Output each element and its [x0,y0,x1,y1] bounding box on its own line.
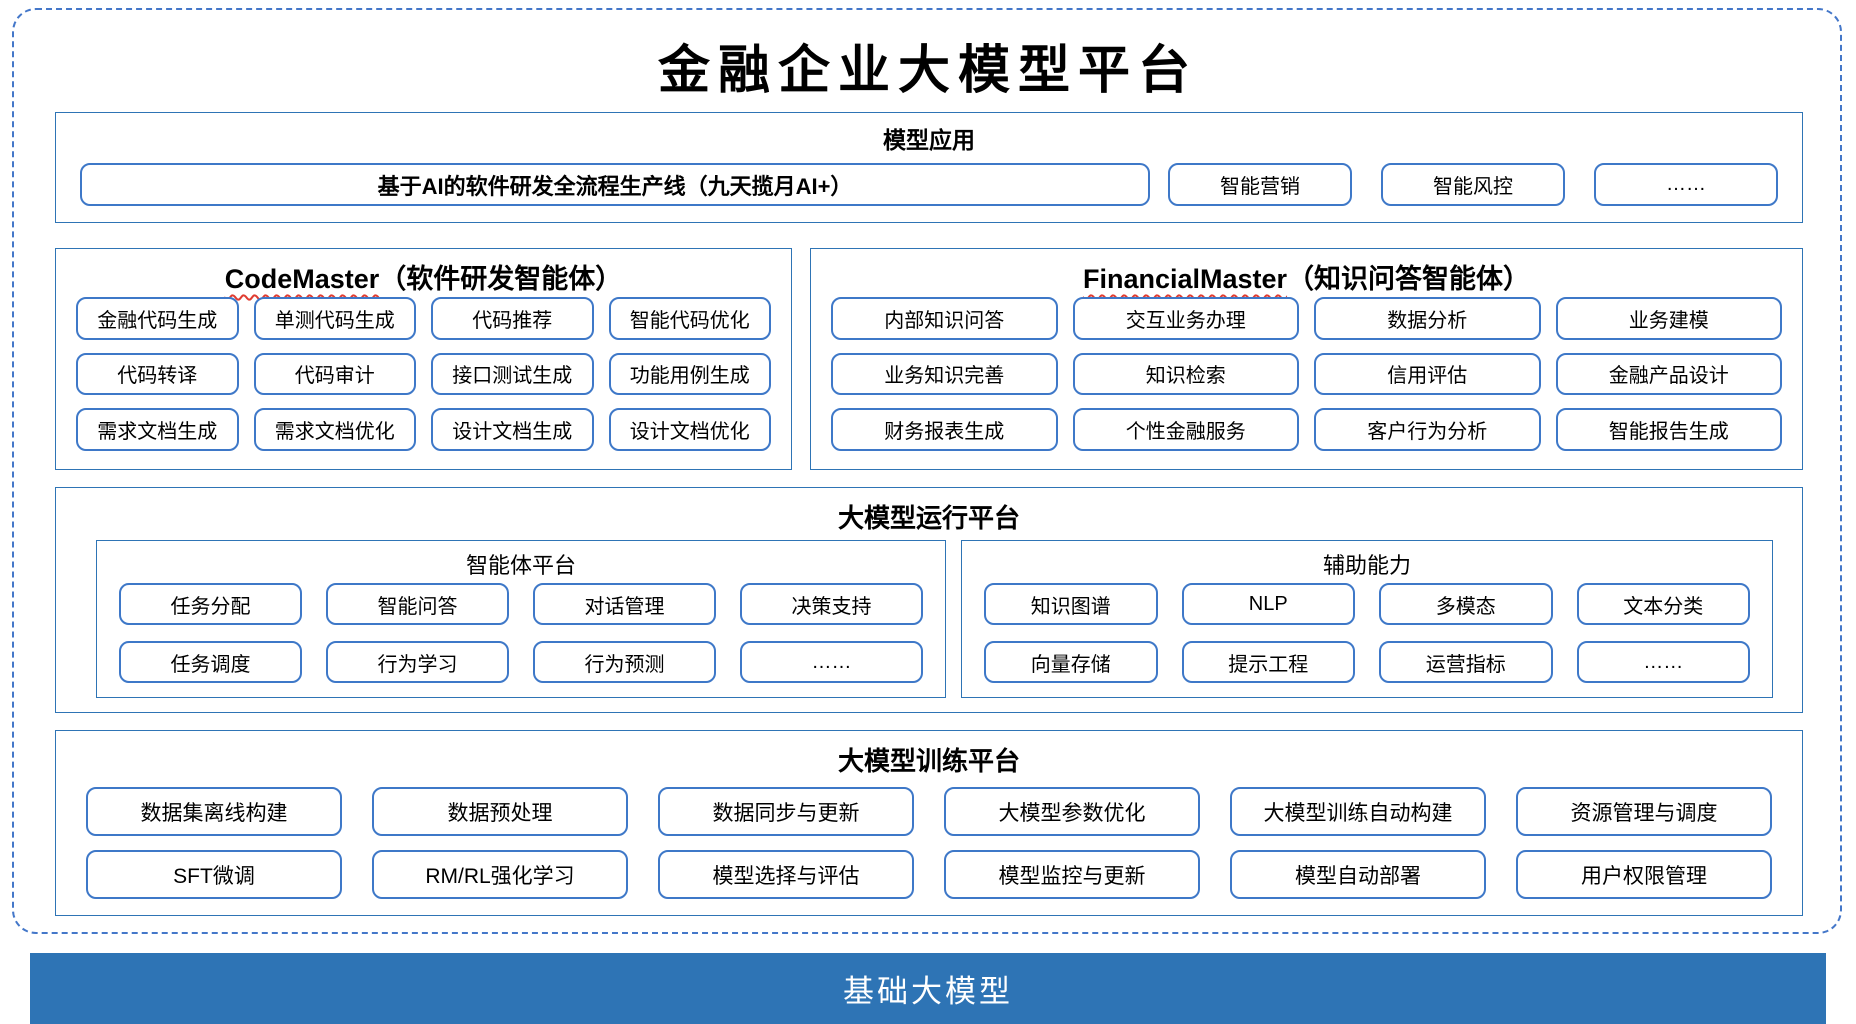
code-master-node: 需求文档生成 [76,408,239,451]
financial-master-node: 客户行为分析 [1314,408,1541,451]
aux-capability-node: 运营指标 [1379,641,1553,683]
model-app-node: 智能营销 [1168,163,1352,206]
financial-master-grid: 内部知识问答交互业务办理数据分析业务建模业务知识完善知识检索信用评估金融产品设计… [831,297,1782,451]
aux-capability-subsection: 辅助能力 知识图谱 NLP 多模态文本分类向量存储提示工程运营指标 …… [961,540,1773,698]
aux-capability-title: 辅助能力 [1322,553,1411,578]
financial-master-node: 信用评估 [1314,352,1541,396]
agent-platform-node: 行为学习 [326,641,509,683]
agent-platform-subsection: 智能体平台 任务分配智能问答对话管理决策支持任务调度行为学习行为预测 …… [96,540,946,698]
code-master-node: 单测代码生成 [253,297,416,340]
financial-master-title-en: FinancialMaster [1082,264,1288,294]
financial-master-node: 数据分析 [1314,297,1541,340]
code-master-section: CodeMaster（软件研发智能体） 金融代码生成单测代码生成代码推荐智能代码… [55,248,792,470]
financial-master-section: FinancialMaster（知识问答智能体） 内部知识问答交互业务办理数据分… [810,248,1803,470]
financial-master-node: 业务知识完善 [831,352,1058,396]
code-master-node: 代码转译 [76,352,239,396]
financial-master-node: 金融产品设计 [1555,352,1782,396]
train-platform-node: 模型自动部署 [1230,850,1486,899]
train-platform-node: 数据集离线构建 [86,787,342,836]
train-platform-node: 用户权限管理 [1516,850,1772,899]
code-master-node: 智能代码优化 [608,297,771,340]
financial-master-node: 业务建模 [1555,297,1782,340]
code-master-node: 金融代码生成 [76,297,239,340]
train-platform-node: 数据预处理 [372,787,628,836]
train-platform-node: SFT微调 [86,850,342,899]
code-master-node: 功能用例生成 [608,352,771,396]
model-app-button-row: 基于AI的软件研发全流程生产线（九天揽月AI+） 智能营销智能风控 …… [80,163,1778,206]
code-master-node: 代码推荐 [431,297,594,340]
base-model-bar: 基础大模型 [30,953,1826,1024]
train-platform-node: 数据同步与更新 [658,787,914,836]
train-platform-node: 模型选择与评估 [658,850,914,899]
ai-pipeline-node: 基于AI的软件研发全流程生产线（九天揽月AI+） [80,163,1150,206]
code-master-header: CodeMaster（软件研发智能体） [56,249,791,296]
agent-platform-node: 对话管理 [533,583,716,625]
aux-capability-node: 知识图谱 [984,583,1158,625]
agent-platform-node: …… [740,641,923,683]
aux-capability-node: 向量存储 [984,641,1158,683]
aux-capability-node: 文本分类 [1576,583,1750,625]
outer-dashed-frame [12,8,1842,934]
train-platform-node: RM/RL强化学习 [372,850,628,899]
financial-master-node: 内部知识问答 [831,297,1058,340]
agent-platform-node: 任务调度 [119,641,302,683]
agent-platform-title: 智能体平台 [465,553,576,578]
code-master-node: 代码审计 [253,352,416,396]
agent-platform-node: 行为预测 [533,641,716,683]
train-platform-node: 大模型训练自动构建 [1230,787,1486,836]
model-app-section: 模型应用 基于AI的软件研发全流程生产线（九天揽月AI+） 智能营销智能风控 …… [55,112,1803,223]
aux-capability-node: 提示工程 [1181,641,1355,683]
code-master-node: 需求文档优化 [253,408,416,451]
model-app-nodes: 智能营销智能风控 …… [1168,163,1778,206]
train-platform-grid: 数据集离线构建数据预处理数据同步与更新大模型参数优化大模型训练自动构建资源管理与… [86,787,1772,899]
model-app-node: 智能风控 [1381,163,1565,206]
aux-capability-node: 多模态 [1379,583,1553,625]
train-platform-node: 资源管理与调度 [1516,787,1772,836]
financial-master-header: FinancialMaster（知识问答智能体） [811,249,1802,296]
agent-platform-node: 决策支持 [740,583,923,625]
financial-master-node: 智能报告生成 [1555,408,1782,451]
train-platform-header: 大模型训练平台 [837,746,1020,776]
code-master-grid: 金融代码生成单测代码生成代码推荐智能代码优化代码转译代码审计接口测试生成功能用例… [76,297,771,451]
aux-capability-node: …… [1576,641,1750,683]
code-master-node: 设计文档优化 [608,408,771,451]
financial-master-node: 交互业务办理 [1072,297,1299,340]
aux-capability-grid: 知识图谱 NLP 多模态文本分类向量存储提示工程运营指标 …… [984,583,1750,683]
aux-capability-node: NLP [1181,583,1355,625]
page-title: 金融企业大模型平台 [657,43,1198,100]
train-platform-node: 模型监控与更新 [944,850,1200,899]
financial-master-node: 财务报表生成 [831,408,1058,451]
agent-platform-node: 智能问答 [326,583,509,625]
run-platform-section: 大模型运行平台 智能体平台 任务分配智能问答对话管理决策支持任务调度行为学习行为… [55,487,1803,713]
model-app-header: 模型应用 [883,127,975,153]
agent-platform-grid: 任务分配智能问答对话管理决策支持任务调度行为学习行为预测 …… [119,583,923,683]
code-master-title-en: CodeMaster [224,264,380,294]
financial-master-title-cn: （知识问答智能体） [1287,264,1531,294]
train-platform-node: 大模型参数优化 [944,787,1200,836]
run-platform-header: 大模型运行平台 [837,503,1020,533]
train-platform-section: 大模型训练平台 数据集离线构建数据预处理数据同步与更新大模型参数优化大模型训练自… [55,730,1803,916]
agent-platform-node: 任务分配 [119,583,302,625]
code-master-node: 设计文档生成 [431,408,594,451]
code-master-node: 接口测试生成 [431,352,594,396]
financial-master-node: 知识检索 [1072,352,1299,396]
financial-master-node: 个性金融服务 [1072,408,1299,451]
model-app-node: …… [1594,163,1778,206]
code-master-title-cn: （软件研发智能体） [379,264,623,294]
